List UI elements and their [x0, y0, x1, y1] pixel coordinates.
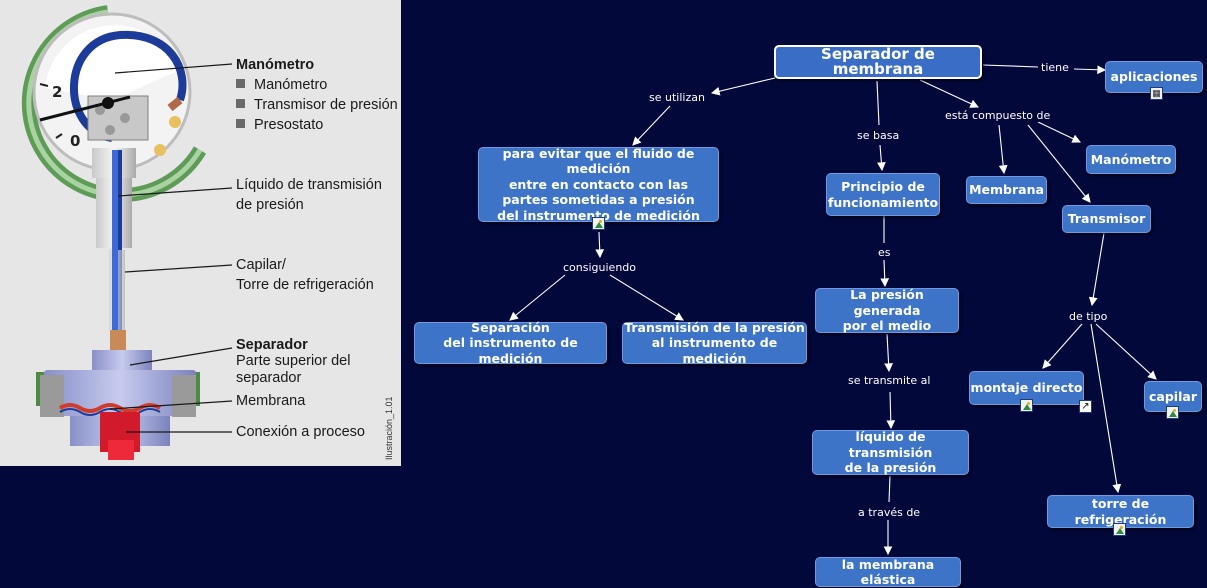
label-item-text: Manómetro: [254, 77, 328, 93]
node-transmisor[interactable]: Transmisor: [1062, 205, 1151, 233]
label-membrana: Membrana: [236, 393, 306, 409]
node-label: Separación del instrumento de medición: [443, 319, 578, 366]
connector: [1073, 65, 1107, 75]
node-liquido-transmision[interactable]: líquido de transmisión de la presión: [812, 429, 969, 476]
label-manometro-title: Manómetro: [236, 57, 315, 73]
label-separador-line2: separador: [236, 370, 302, 386]
node-label: Principio de funcionamiento: [827, 179, 939, 210]
connector: [595, 231, 605, 259]
label-presostato-item: Presostato: [236, 115, 323, 135]
node-membrana[interactable]: Membrana: [966, 176, 1047, 204]
node-separacion[interactable]: Separación del instrumento de medición: [414, 319, 607, 366]
node-separador-de-membrana[interactable]: Separador de membrana: [774, 45, 982, 79]
image-icon[interactable]: [592, 217, 605, 230]
connector: [1037, 121, 1081, 143]
connector: [876, 144, 886, 172]
connector: [998, 124, 1008, 175]
shortcut-arrow-icon[interactable]: ↗: [1079, 400, 1092, 413]
connector: [509, 274, 566, 321]
link-label-esta-compuesto-de: está compuesto de: [943, 109, 1053, 122]
connector: [919, 79, 979, 108]
node-label: Membrana: [969, 182, 1044, 198]
label-transmisor-item: Transmisor de presión: [236, 95, 398, 115]
link-label-a-traves-de: a través de: [856, 506, 923, 519]
label-conexion: Conexión a proceso: [236, 424, 365, 440]
link-label-se-basa: se basa: [855, 129, 902, 142]
node-label: para evitar que el fluido de medición en…: [497, 145, 700, 223]
image-icon[interactable]: [1166, 406, 1179, 419]
image-icon[interactable]: [1020, 399, 1033, 412]
label-item-text: Transmisor de presión: [254, 97, 398, 113]
link-label-es: es: [876, 246, 893, 259]
connector: [1027, 124, 1091, 203]
node-label: la membrana elástica: [841, 556, 935, 588]
link-label-se-utilizan: se utilizan: [647, 91, 707, 104]
node-label: aplicaciones: [1110, 69, 1198, 85]
link-label-tiene: tiene: [1039, 61, 1071, 74]
node-aplicaciones[interactable]: aplicaciones: [1105, 61, 1203, 93]
connector: [982, 64, 1039, 68]
node-label: Transmisión de la presión al instrumento…: [624, 319, 805, 366]
image-icon[interactable]: [1113, 523, 1126, 536]
label-manometro-item: Manómetro: [236, 75, 327, 95]
label-separador-title: Separador: [236, 337, 308, 353]
link-label-consiguiendo: consiguiendo: [561, 261, 638, 274]
node-label: líquido de transmisión de la presión: [844, 429, 937, 476]
label-capilar-line2: Torre de refrigeración: [236, 277, 374, 293]
node-presion-generada[interactable]: La presión generada por el medio: [815, 287, 959, 334]
connector: [1095, 323, 1157, 380]
connector: [1090, 323, 1122, 494]
connector: [609, 274, 684, 321]
connector: [710, 77, 776, 96]
link-label-se-transmite-al: se transmite al: [846, 374, 933, 387]
node-membrana-elastica[interactable]: la membrana elástica: [815, 557, 961, 587]
label-liquido-line2: de presión: [236, 197, 304, 213]
link-label-de-tipo: de tipo: [1067, 310, 1110, 323]
label-capilar-line1: Capilar/: [236, 257, 286, 273]
node-label: capilar: [1149, 388, 1197, 404]
node-label: Separador de membrana: [821, 44, 935, 78]
pressure-gauge-drawing: 2 0: [21, 5, 233, 460]
connector: [876, 80, 880, 126]
bullet-square-icon: [236, 79, 245, 88]
node-label: La presión generada por el medio: [842, 287, 932, 334]
label-item-text: Presostato: [254, 117, 324, 133]
label-liquido-line1: Líquido de transmisión: [236, 177, 382, 193]
connector: [1088, 232, 1105, 307]
node-para-evitar[interactable]: para evitar que el fluido de medición en…: [478, 145, 719, 223]
node-torre-refrigeracion[interactable]: torre de refrigeración: [1047, 495, 1194, 528]
node-manometro[interactable]: Manómetro: [1086, 145, 1176, 174]
node-label: montaje directo: [970, 380, 1083, 396]
attachment-icon[interactable]: ▦: [1150, 87, 1163, 100]
connector: [1042, 323, 1083, 369]
node-principio-funcionamiento[interactable]: Principio de funcionamiento: [826, 173, 940, 216]
connector: [888, 475, 891, 503]
illustration-panel: 2 0 Manómetro Manómetro Transmisor: [0, 0, 401, 466]
dial-label-0: 0: [70, 132, 80, 150]
bullet-square-icon: [236, 99, 245, 108]
dial-label-2: 2: [52, 83, 62, 101]
node-label: torre de refrigeración: [1074, 496, 1167, 527]
node-label: Transmisor: [1067, 211, 1146, 227]
node-transmision[interactable]: Transmisión de la presión al instrumento…: [622, 319, 807, 366]
connector: [884, 333, 893, 373]
connector: [886, 391, 896, 430]
node-label: Manómetro: [1090, 151, 1172, 167]
connector: [880, 259, 890, 288]
label-separador-line1: Parte superior del: [236, 353, 351, 369]
bullet-square-icon: [236, 119, 245, 128]
connector: [632, 105, 671, 146]
